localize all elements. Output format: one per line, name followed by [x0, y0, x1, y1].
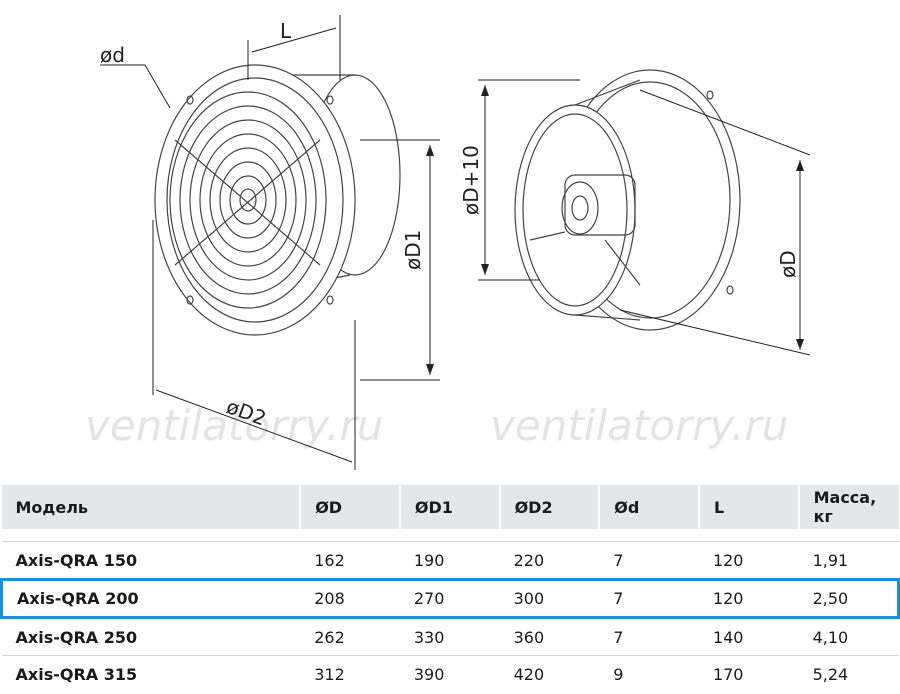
- cell-D2: 420: [499, 655, 600, 694]
- cell-D2: 220: [499, 541, 600, 580]
- label-d: ød: [100, 43, 125, 67]
- cell-d: 7: [599, 617, 699, 656]
- left-dimension-lines: [100, 15, 440, 470]
- cell-d: 7: [599, 578, 699, 619]
- header-d: Ød: [599, 485, 700, 529]
- cell-d: 9: [599, 655, 699, 694]
- table-header-row: Модель ØD ØD1 ØD2 Ød L Масса, кг: [1, 485, 899, 529]
- cell-model: Axis-QRA 200: [0, 578, 301, 619]
- specifications-table: Модель ØD ØD1 ØD2 Ød L Масса, кг Axis-QR…: [0, 485, 900, 694]
- table-row-selected[interactable]: Axis-QRA 200 208 270 300 7 120 2,50: [0, 578, 900, 619]
- header-D: ØD: [300, 485, 401, 529]
- label-D1: øD1: [401, 230, 425, 270]
- cell-L: 120: [698, 541, 799, 580]
- cell-mass: 4,10: [798, 617, 899, 656]
- cell-D: 208: [300, 578, 400, 619]
- cell-model: Axis-QRA 315: [1, 655, 301, 694]
- cell-mass: 2,50: [798, 578, 900, 619]
- cell-D: 162: [300, 541, 400, 580]
- right-dimension-lines: [478, 79, 811, 356]
- fan-rear-view: [514, 69, 741, 331]
- right-arrowheads: [481, 85, 804, 350]
- table-row[interactable]: Axis-QRA 150 162 190 220 7 120 1,91: [1, 541, 899, 580]
- cell-D: 262: [300, 617, 400, 656]
- label-L: L: [280, 19, 292, 43]
- header-L: L: [698, 485, 800, 529]
- cell-d: 7: [599, 541, 699, 580]
- table-row[interactable]: Axis-QRA 250 262 330 360 7 140 4,10: [1, 617, 899, 656]
- cell-D1: 270: [399, 578, 500, 619]
- cell-mass: 5,24: [798, 655, 899, 694]
- fan-front-view: [154, 64, 401, 336]
- cell-model: Axis-QRA 150: [1, 541, 301, 580]
- cell-mass: 1,91: [798, 541, 899, 580]
- cell-L: 170: [698, 655, 799, 694]
- table-row[interactable]: Axis-QRA 315 312 390 420 9 170 5,24: [1, 655, 899, 694]
- cell-D: 312: [300, 655, 400, 694]
- label-D10: øD+10: [459, 145, 483, 215]
- header-mass: Масса, кг: [813, 488, 877, 526]
- cell-D1: 330: [399, 617, 500, 656]
- cell-model: Axis-QRA 250: [1, 617, 301, 656]
- label-D: øD: [776, 250, 800, 278]
- fan-technical-drawing: ventilatorry.ru ventilatorry.ru: [85, 15, 811, 470]
- header-D1: ØD1: [399, 485, 501, 529]
- cell-D2: 360: [499, 617, 600, 656]
- watermark-right: ventilatorry.ru: [490, 401, 788, 450]
- cell-D1: 190: [399, 541, 500, 580]
- cell-L: 140: [698, 617, 799, 656]
- cell-L: 120: [698, 578, 799, 619]
- header-model: Модель: [1, 485, 302, 529]
- cell-D1: 390: [399, 655, 500, 694]
- header-D2: ØD2: [499, 485, 601, 529]
- left-arrowheads: [426, 145, 434, 375]
- cell-D2: 300: [499, 578, 600, 619]
- watermark-left: ventilatorry.ru: [85, 401, 383, 450]
